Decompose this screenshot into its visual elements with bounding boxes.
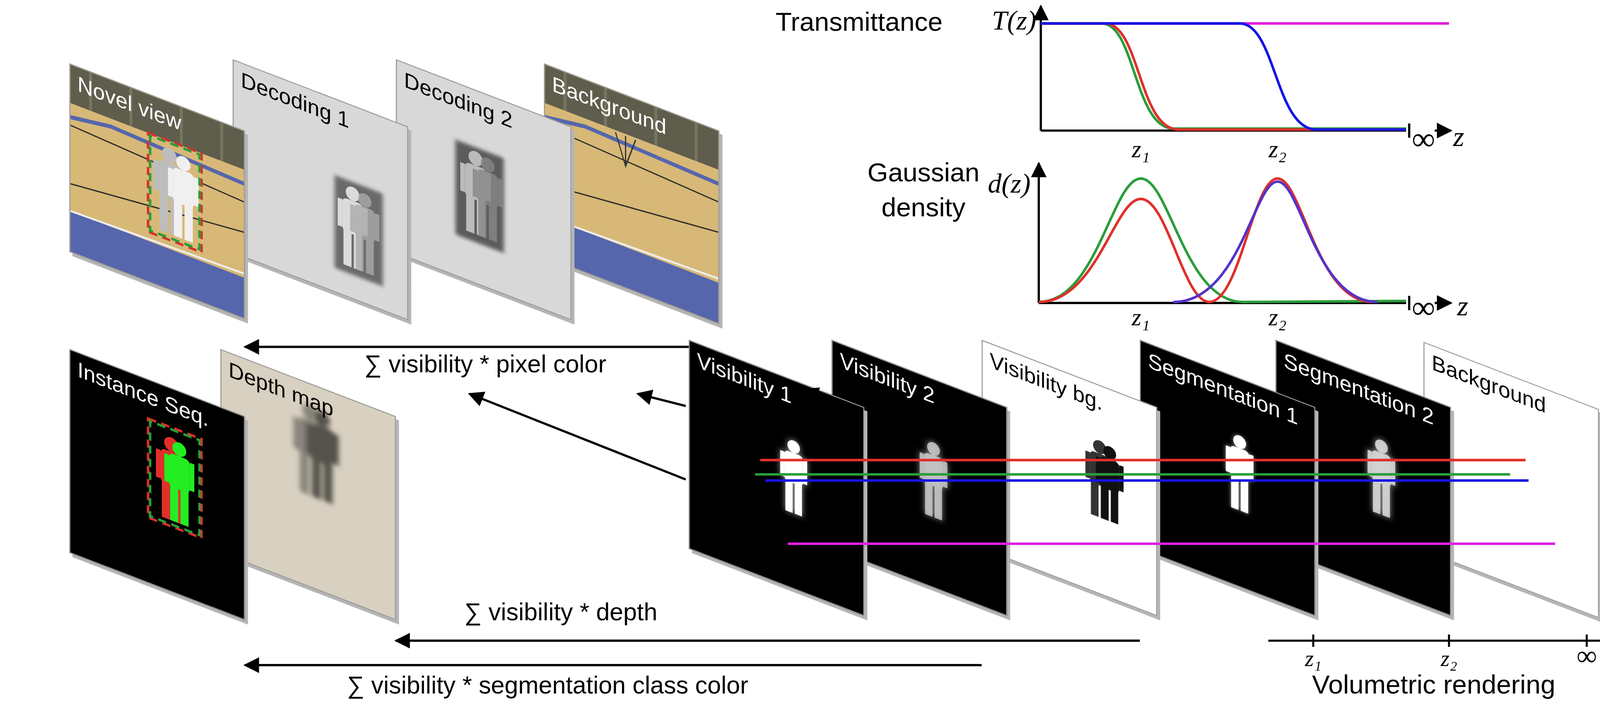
panel-title: Decoding 2	[404, 67, 513, 134]
edge-label: ∑ visibility * segmentation class color	[347, 671, 749, 701]
axis-label: ∞	[1411, 288, 1436, 327]
depth-axis	[1268, 634, 1600, 647]
axis-label: z₁	[1304, 645, 1322, 673]
panel-title: Decoding 1	[240, 67, 350, 134]
image-panel: Visibility bg.	[981, 339, 1158, 617]
transmittance-chart	[1040, 6, 1452, 138]
panel-title: Visibility 1	[697, 347, 792, 409]
axis-label: z	[1457, 289, 1469, 323]
panel-title: Visibility bg.	[989, 347, 1103, 416]
image-panel: Novel view	[69, 63, 246, 320]
axis-label: z	[1453, 120, 1465, 153]
panel-title: Instance Seq.	[77, 357, 209, 432]
axis-label: ∞	[1411, 120, 1436, 159]
edge-label: ∑ visibility * pixel color	[364, 349, 607, 379]
axis-label: z₂	[1268, 304, 1287, 332]
axis-label: Transmittance	[775, 6, 943, 38]
axis-label: T(z)	[992, 4, 1037, 37]
sum-arrow	[245, 345, 690, 348]
edge-label: ∑ visibility * depth	[464, 597, 658, 627]
image-panel: Depth map	[220, 349, 397, 621]
axis-label: d(z)	[987, 168, 1031, 201]
axis-label: ∞	[1576, 640, 1598, 673]
sum-arrow	[395, 639, 1140, 642]
image-panel: Instance Seq.	[69, 349, 246, 621]
axis-label: z₂	[1440, 645, 1458, 673]
axis-label: Gaussian density	[857, 155, 990, 225]
panel-title: Depth map	[228, 357, 334, 422]
axis-label: z₂	[1268, 135, 1287, 164]
axis-label: z₁	[1131, 135, 1150, 164]
panel-title: Visibility 2	[839, 347, 935, 409]
gaussian-density-chart	[1038, 163, 1452, 311]
axis-label: z₁	[1131, 304, 1150, 332]
axis-label: Volumetric rendering	[1312, 669, 1556, 702]
image-panel: Decoding 1	[232, 59, 409, 321]
sum-arrow	[245, 664, 982, 667]
